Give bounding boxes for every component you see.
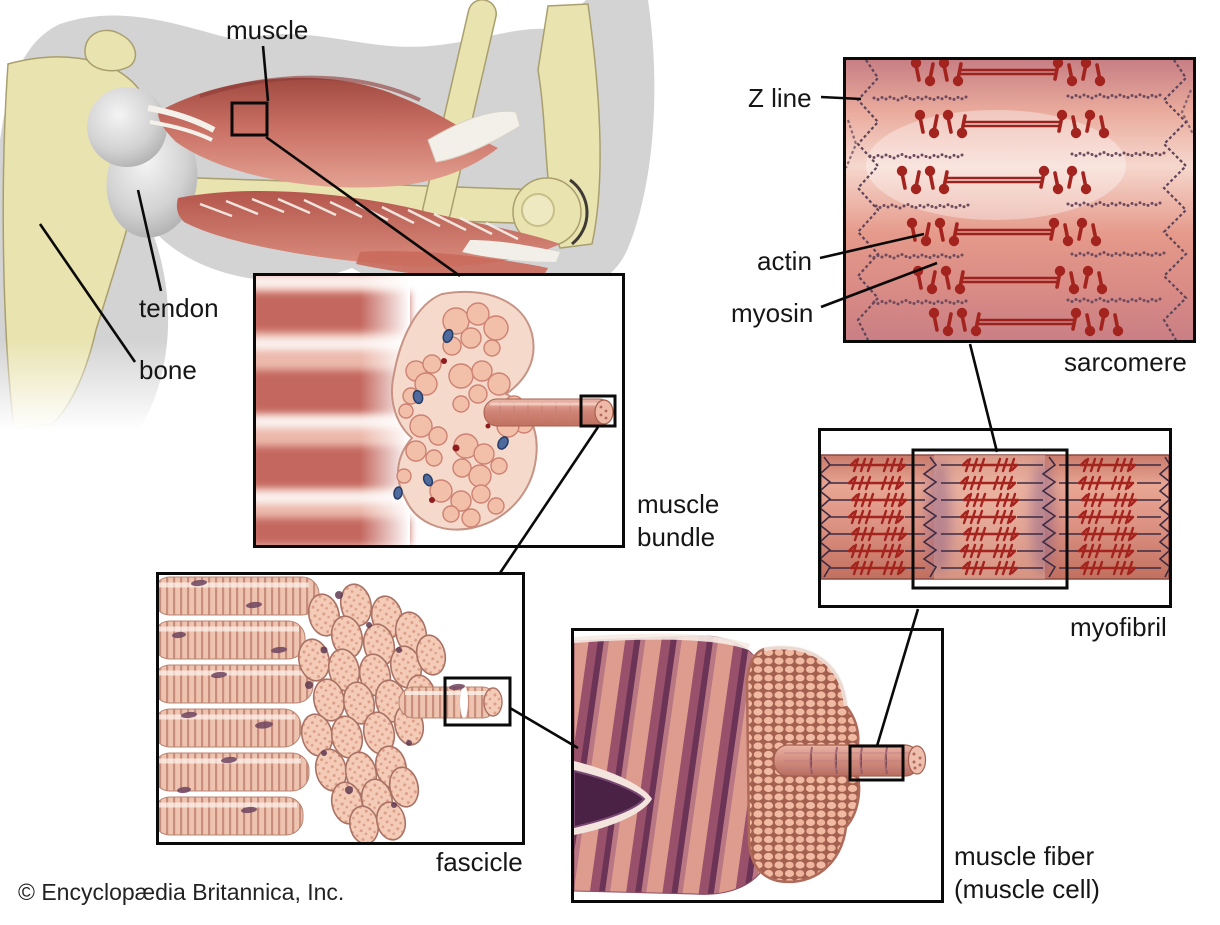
- fiber-top-rim: [574, 633, 751, 650]
- fiber-body: [574, 635, 769, 895]
- label-myofibril: myofibril: [1070, 612, 1167, 642]
- shoulder-ball: [87, 87, 167, 167]
- sarcomere-panel: [843, 57, 1196, 343]
- muscle-fiber-illustration: [574, 633, 927, 895]
- label-muscle-fiber-line2: (muscle cell): [954, 874, 1100, 904]
- elbow-outline: [569, 178, 589, 246]
- label-muscle-bundle-line2: bundle: [637, 522, 716, 552]
- label-muscle-fiber-line1: muscle fiber: [954, 841, 1095, 871]
- myofibril-panel: [818, 428, 1172, 608]
- muscle-fiber-panel: [571, 628, 944, 903]
- label-myosin: myosin: [731, 298, 814, 328]
- label-fascicle: fascicle: [436, 847, 523, 877]
- label-z-line: Z line: [748, 83, 812, 113]
- copyright-notice: © Encyclopædia Britannica, Inc.: [18, 879, 345, 905]
- surface-nuclei: [172, 579, 287, 814]
- fascicle-illustration: [159, 576, 503, 842]
- label-bone: bone: [139, 355, 197, 385]
- label-sarcomere: sarcomere: [1064, 347, 1187, 377]
- tendon-strand: [147, 105, 216, 133]
- extracted-myofibril-rod: [773, 744, 927, 777]
- muscle-bundle-illustration: [256, 276, 614, 545]
- fascicle-panel: [156, 572, 525, 845]
- label-actin: actin: [757, 246, 812, 276]
- label-muscle-bundle-line1: muscle: [637, 489, 720, 519]
- sarcomere-illustration: [846, 60, 1193, 340]
- extracted-fascicle-rod: [483, 398, 614, 427]
- tendon-strand: [149, 120, 213, 142]
- blood-vessel-dots: [429, 358, 491, 503]
- label-tendon: tendon: [139, 293, 219, 323]
- myofibril-illustration: [821, 454, 1169, 580]
- striated-muscle-left: [256, 276, 410, 545]
- label-muscle: muscle: [226, 15, 309, 45]
- label-muscle-fiber: muscle fiber (muscle cell): [954, 840, 1100, 906]
- lower-tendon: [462, 240, 560, 262]
- coracoid-bone: [84, 29, 137, 72]
- biceps-shading: [199, 75, 421, 102]
- elbow-detail: [521, 193, 555, 227]
- face-rim-highlight: [763, 645, 848, 707]
- nucleus: [574, 761, 652, 835]
- muscle-fiber-cylinders: [159, 576, 320, 836]
- extracted-fiber-rod: [398, 683, 503, 719]
- muscle-bundle-panel: [253, 273, 625, 548]
- label-muscle-bundle: muscle bundle: [637, 488, 719, 554]
